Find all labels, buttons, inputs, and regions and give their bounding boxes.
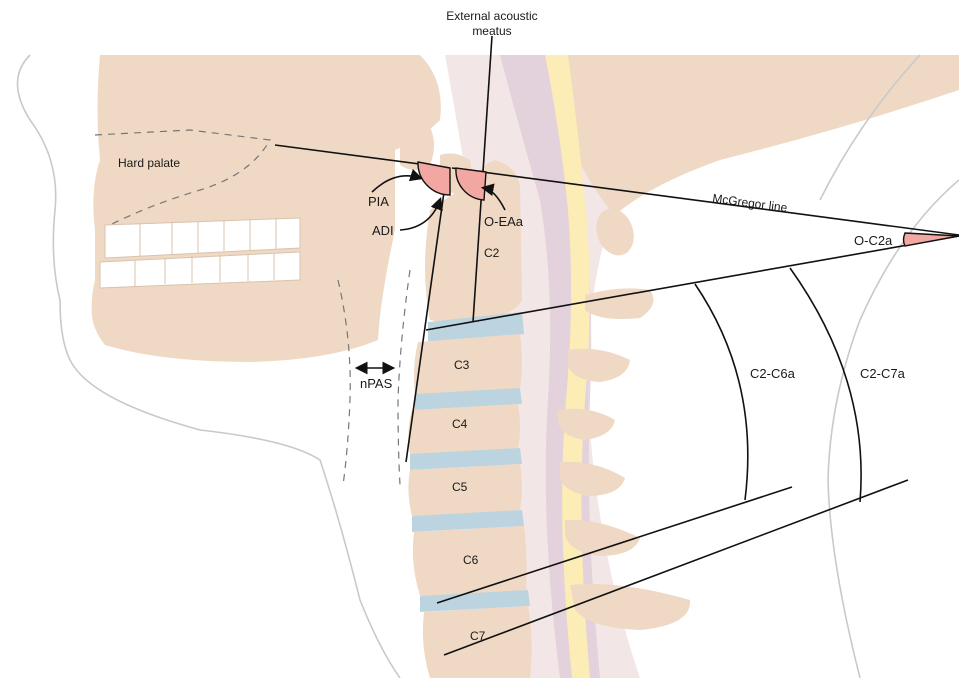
o-c2a-label: O-C2a: [854, 233, 893, 248]
neck-back-outline: [828, 180, 959, 678]
c2-c7a-arc: [790, 268, 861, 502]
c6-label: C6: [463, 553, 479, 567]
c2-c6a-label: C2-C6a: [750, 366, 796, 381]
mandible: [92, 282, 379, 360]
external-acoustic-meatus-label-2: meatus: [472, 24, 511, 38]
hard-palate-label: Hard palate: [118, 156, 180, 170]
c2-c7a-label: C2-C7a: [860, 366, 906, 381]
c4-label: C4: [452, 417, 468, 431]
mcgregor-line-label: McGregor line: [712, 191, 789, 215]
c7-label: C7: [470, 629, 486, 643]
o-eaa-label: O-EAa: [484, 214, 524, 229]
pia-label: PIA: [368, 194, 389, 209]
c2-c6a-arc: [695, 284, 748, 500]
o-c2a-wedge: [904, 233, 959, 246]
c2-label: C2: [484, 246, 500, 260]
pia-wedge: [418, 162, 450, 195]
c3-label: C3: [454, 358, 470, 372]
adi-label: ADI: [372, 223, 394, 238]
pharynx-back-dash: [398, 270, 410, 485]
c5-label: C5: [452, 480, 468, 494]
external-acoustic-meatus-label-1: External acoustic: [446, 9, 537, 23]
npas-label: nPAS: [360, 376, 393, 391]
c2-spinous-process: [585, 288, 653, 319]
